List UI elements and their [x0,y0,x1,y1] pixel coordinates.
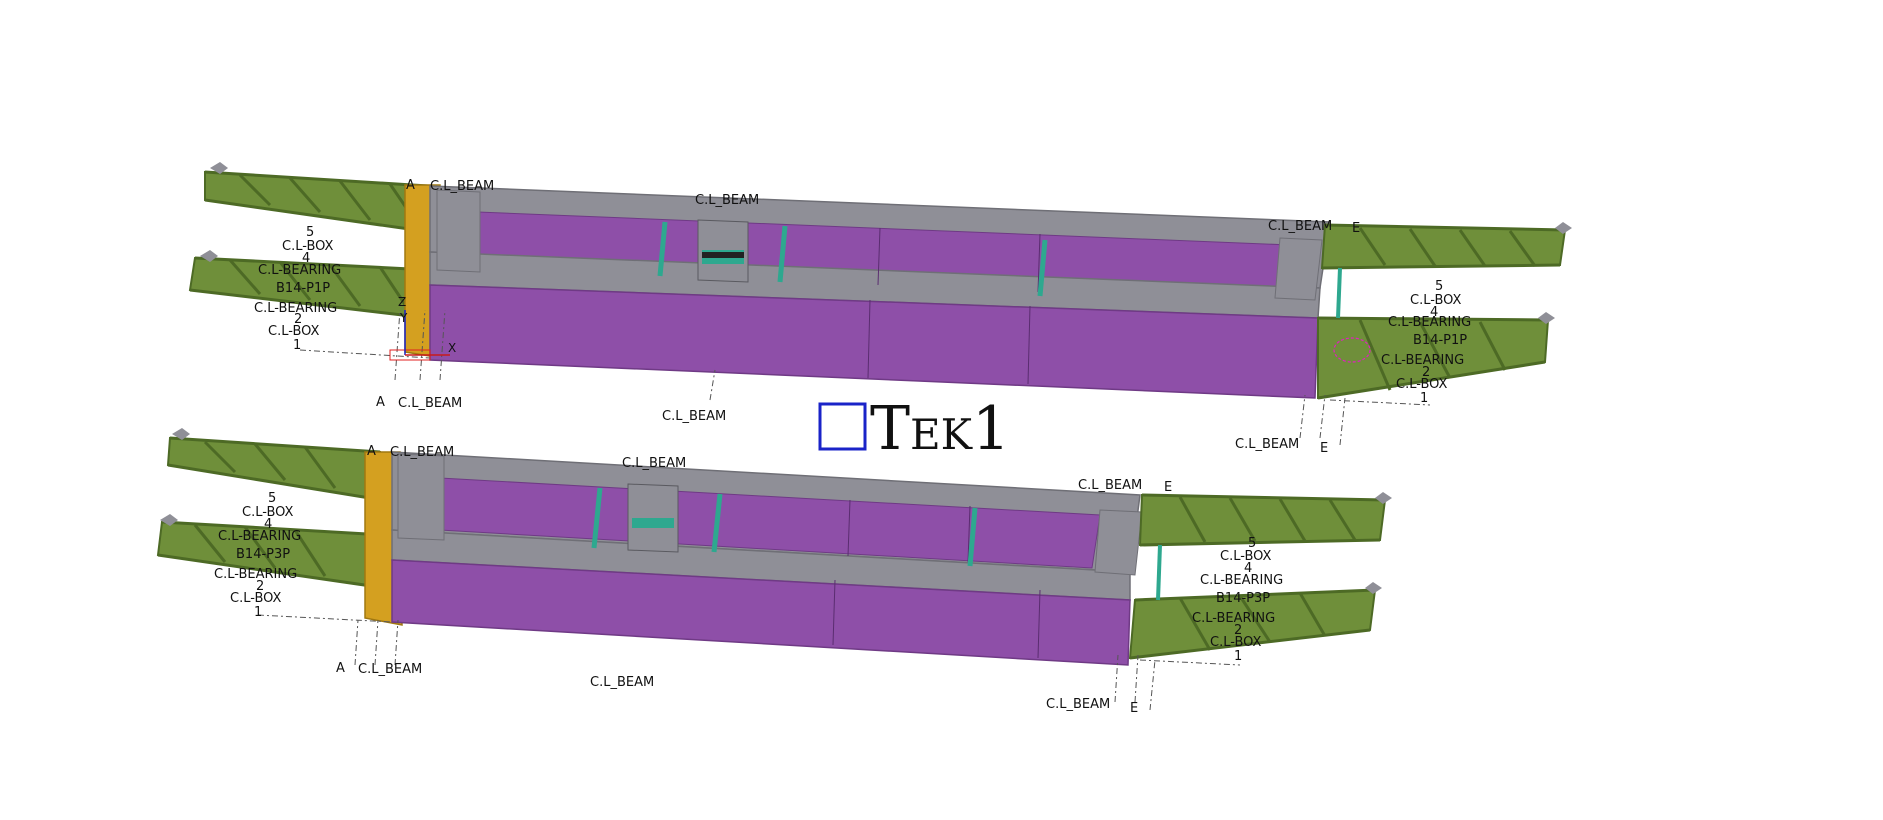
label: 1 [1420,391,1428,406]
label: 2 [294,312,302,327]
label: 4 [264,517,272,532]
label: B14-P1P [276,281,330,296]
label: 4 [1430,305,1438,320]
label: C.L-BEARING [1200,573,1283,588]
label: 5 [268,491,276,506]
label: C.L_BEAM [358,662,422,677]
label: C.L-BEARING [1381,353,1464,368]
label: C.L-BEARING [258,263,341,278]
label: 5 [1248,536,1256,551]
tek1-logo: Tek1 [818,394,1010,464]
label: C.L_BEAM [1235,437,1299,452]
label: C.L-BOX [230,591,282,606]
axis-y-label: Y [399,311,408,325]
label: C.L-BEARING [218,529,301,544]
label: A [376,395,385,410]
label: B14-P3P [236,547,290,562]
label: C.L-BOX [1220,549,1272,564]
label: A [367,444,376,459]
bottom-right-truss [1128,492,1392,660]
label: B14-P1P [1413,333,1467,348]
label: C.L-BOX [282,239,334,254]
label: 5 [306,225,314,240]
label: 4 [302,251,310,266]
label: C.L-BEARING [1388,315,1471,330]
axis-triad: Z Y X [398,295,456,356]
top-left-labels: A C.L_BEAM 5 C.L-BOX 4 C.L-BEARING B14-P… [254,178,494,411]
label: C.L_BEAM [1046,697,1110,712]
top-right-labels: C.L_BEAM E 5 C.L-BOX 4 C.L-BEARING B14-P… [1235,219,1471,456]
label: 2 [256,579,264,594]
logo-box-icon [818,402,867,451]
label: C.L-BEARING [1192,611,1275,626]
label: C.L-BOX [242,505,294,520]
label: E [1352,221,1360,236]
label: A [406,178,415,193]
bottom-model [156,428,1392,666]
label: 2 [1422,365,1430,380]
label: 4 [1244,561,1252,576]
label: C.L_BEAM [590,675,654,690]
label: B14-P3P [1216,591,1270,606]
label: C.L-BOX [268,324,320,339]
label: 1 [293,338,301,353]
logo-text: Tek1 [870,394,1010,464]
bottom-right-labels: C.L_BEAM E 5 C.L-BOX 4 C.L-BEARING B14-P… [1046,478,1283,716]
label: 2 [1234,623,1242,638]
axis-z-label: Z [398,295,406,309]
top-beam-body [429,185,1331,399]
label: C.L_BEAM [1268,219,1332,234]
top-right-truss [1317,222,1572,400]
label: C.L-BEARING [254,301,337,316]
label: 1 [1234,649,1242,664]
label: C.L-BEARING [214,567,297,582]
label: C.L_BEAM [390,445,454,460]
bottom-beam-body [391,451,1143,666]
top-model [188,162,1572,400]
label: C.L-BOX [1410,293,1462,308]
label: E [1130,701,1138,716]
label: C.L_BEAM [1078,478,1142,493]
label: A [336,661,345,676]
label: C.L-BOX [1210,635,1262,650]
label: C.L_BEAM [662,409,726,424]
top-center-labels: C.L_BEAM C.L_BEAM [662,193,759,424]
label: C.L_BEAM [398,396,462,411]
label: 5 [1435,279,1443,294]
label: C.L-BOX [1396,377,1448,392]
label: E [1320,441,1328,456]
label: 1 [254,605,262,620]
bottom-center-labels: C.L_BEAM C.L_BEAM [590,456,686,690]
label: C.L_BEAM [695,193,759,208]
label: C.L_BEAM [622,456,686,471]
axis-x-label: X [448,341,456,355]
label: E [1164,480,1172,495]
label: C.L_BEAM [430,179,494,194]
reference-lines [257,309,1431,711]
bottom-left-labels: A C.L_BEAM 5 C.L-BOX 4 C.L-BEARING B14-P… [214,444,454,677]
